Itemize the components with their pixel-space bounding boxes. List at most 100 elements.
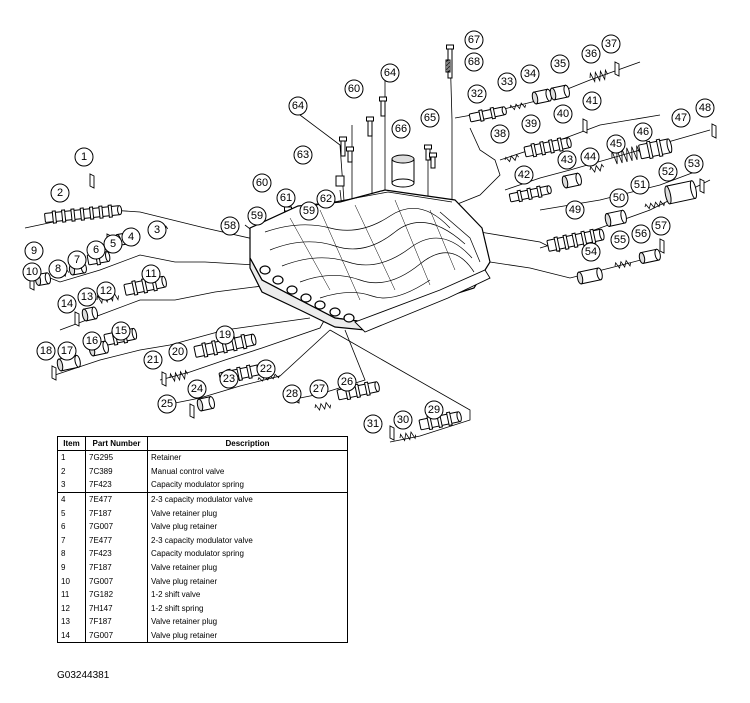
callout-35: 35 xyxy=(550,54,570,74)
svg-text:57: 57 xyxy=(655,220,667,232)
cell-description: Valve plug retainer xyxy=(147,574,348,588)
parts-table-header: Item Part Number Description xyxy=(57,436,348,451)
callout-21: 21 xyxy=(143,350,163,370)
svg-text:7: 7 xyxy=(74,254,80,266)
callout-55: 55 xyxy=(610,230,630,250)
valve-body-casting xyxy=(249,189,491,333)
svg-text:6: 6 xyxy=(93,244,99,256)
cell-item: 4 xyxy=(57,491,86,507)
callout-48: 48 xyxy=(695,98,715,118)
svg-text:42: 42 xyxy=(518,169,530,181)
cell-item: 9 xyxy=(57,560,86,575)
callout-3: 3 xyxy=(147,220,167,240)
svg-text:17: 17 xyxy=(61,345,73,357)
svg-text:22: 22 xyxy=(260,363,272,375)
svg-text:29: 29 xyxy=(428,404,440,416)
cell-description: Valve retainer plug xyxy=(147,560,348,575)
svg-text:38: 38 xyxy=(494,128,506,140)
cell-description: Valve plug retainer xyxy=(147,628,348,644)
cell-item: 14 xyxy=(57,628,86,644)
callout-45: 45 xyxy=(606,134,626,154)
callout-14: 14 xyxy=(57,294,77,314)
cell-description: Capacity modulator spring xyxy=(147,547,348,561)
callout-7: 7 xyxy=(67,250,87,270)
cell-item: 6 xyxy=(57,519,86,534)
callout-36: 36 xyxy=(581,44,601,64)
svg-text:49: 49 xyxy=(569,204,581,216)
svg-text:21: 21 xyxy=(147,354,159,366)
callout-31: 31 xyxy=(363,414,383,434)
cell-part-number: 7G182 xyxy=(85,587,148,602)
callout-62: 62 xyxy=(316,189,336,209)
callout-59: 59 xyxy=(247,206,267,226)
svg-text:31: 31 xyxy=(367,418,379,430)
cell-description: Valve plug retainer xyxy=(147,519,348,534)
svg-text:60: 60 xyxy=(348,83,360,95)
svg-text:58: 58 xyxy=(224,220,236,232)
svg-text:68: 68 xyxy=(468,56,480,68)
svg-text:45: 45 xyxy=(610,138,622,150)
callout-5: 5 xyxy=(103,234,123,254)
callout-64: 64 xyxy=(380,63,400,83)
svg-text:16: 16 xyxy=(86,335,98,347)
cell-description: Capacity modulator spring xyxy=(147,478,348,493)
cell-item: 3 xyxy=(57,478,86,493)
callout-30: 30 xyxy=(393,410,413,430)
svg-text:41: 41 xyxy=(586,95,598,107)
cell-part-number: 7H147 xyxy=(85,601,148,616)
svg-text:47: 47 xyxy=(675,112,687,124)
callout-67: 67 xyxy=(464,30,484,50)
svg-text:36: 36 xyxy=(585,48,597,60)
callout-52: 52 xyxy=(658,162,678,182)
cell-item: 8 xyxy=(57,547,86,561)
callout-19: 19 xyxy=(215,325,235,345)
svg-text:40: 40 xyxy=(557,108,569,120)
cell-part-number: 7F187 xyxy=(85,560,148,575)
cell-part-number: 7G007 xyxy=(85,519,148,534)
callout-42: 42 xyxy=(514,165,534,185)
callout-8: 8 xyxy=(48,259,68,279)
header-item: Item xyxy=(57,436,86,451)
callout-58: 58 xyxy=(220,216,240,236)
svg-text:3: 3 xyxy=(154,224,160,236)
cell-item: 10 xyxy=(57,574,86,588)
callout-20: 20 xyxy=(168,342,188,362)
svg-text:50: 50 xyxy=(613,192,625,204)
svg-text:30: 30 xyxy=(397,414,409,426)
svg-text:52: 52 xyxy=(662,166,674,178)
cell-item: 1 xyxy=(57,450,86,465)
callout-6: 6 xyxy=(86,240,106,260)
figure-code: G03244381 xyxy=(57,670,110,681)
svg-text:33: 33 xyxy=(501,76,513,88)
svg-text:20: 20 xyxy=(172,346,184,358)
callout-59: 59 xyxy=(299,201,319,221)
callout-61: 61 xyxy=(276,188,296,208)
cell-part-number: 7E477 xyxy=(85,491,148,507)
callout-56: 56 xyxy=(631,224,651,244)
callout-50: 50 xyxy=(609,188,629,208)
svg-text:14: 14 xyxy=(61,298,73,310)
callout-47: 47 xyxy=(671,108,691,128)
callout-26: 26 xyxy=(337,372,357,392)
svg-text:24: 24 xyxy=(191,383,203,395)
svg-text:34: 34 xyxy=(524,68,536,80)
svg-text:10: 10 xyxy=(26,266,38,278)
callout-60: 60 xyxy=(344,79,364,99)
cell-description: 2-3 capacity modulator valve xyxy=(147,491,348,507)
cell-description: 1-2 shift valve xyxy=(147,587,348,602)
cell-part-number: 7C389 xyxy=(85,464,148,479)
callout-65: 65 xyxy=(420,108,440,128)
svg-text:62: 62 xyxy=(320,193,332,205)
svg-text:13: 13 xyxy=(81,291,93,303)
svg-text:15: 15 xyxy=(115,325,127,337)
callout-15: 15 xyxy=(111,321,131,341)
header-description: Description xyxy=(147,436,348,451)
svg-text:27: 27 xyxy=(313,383,325,395)
cell-description: 1-2 shift spring xyxy=(147,601,348,616)
